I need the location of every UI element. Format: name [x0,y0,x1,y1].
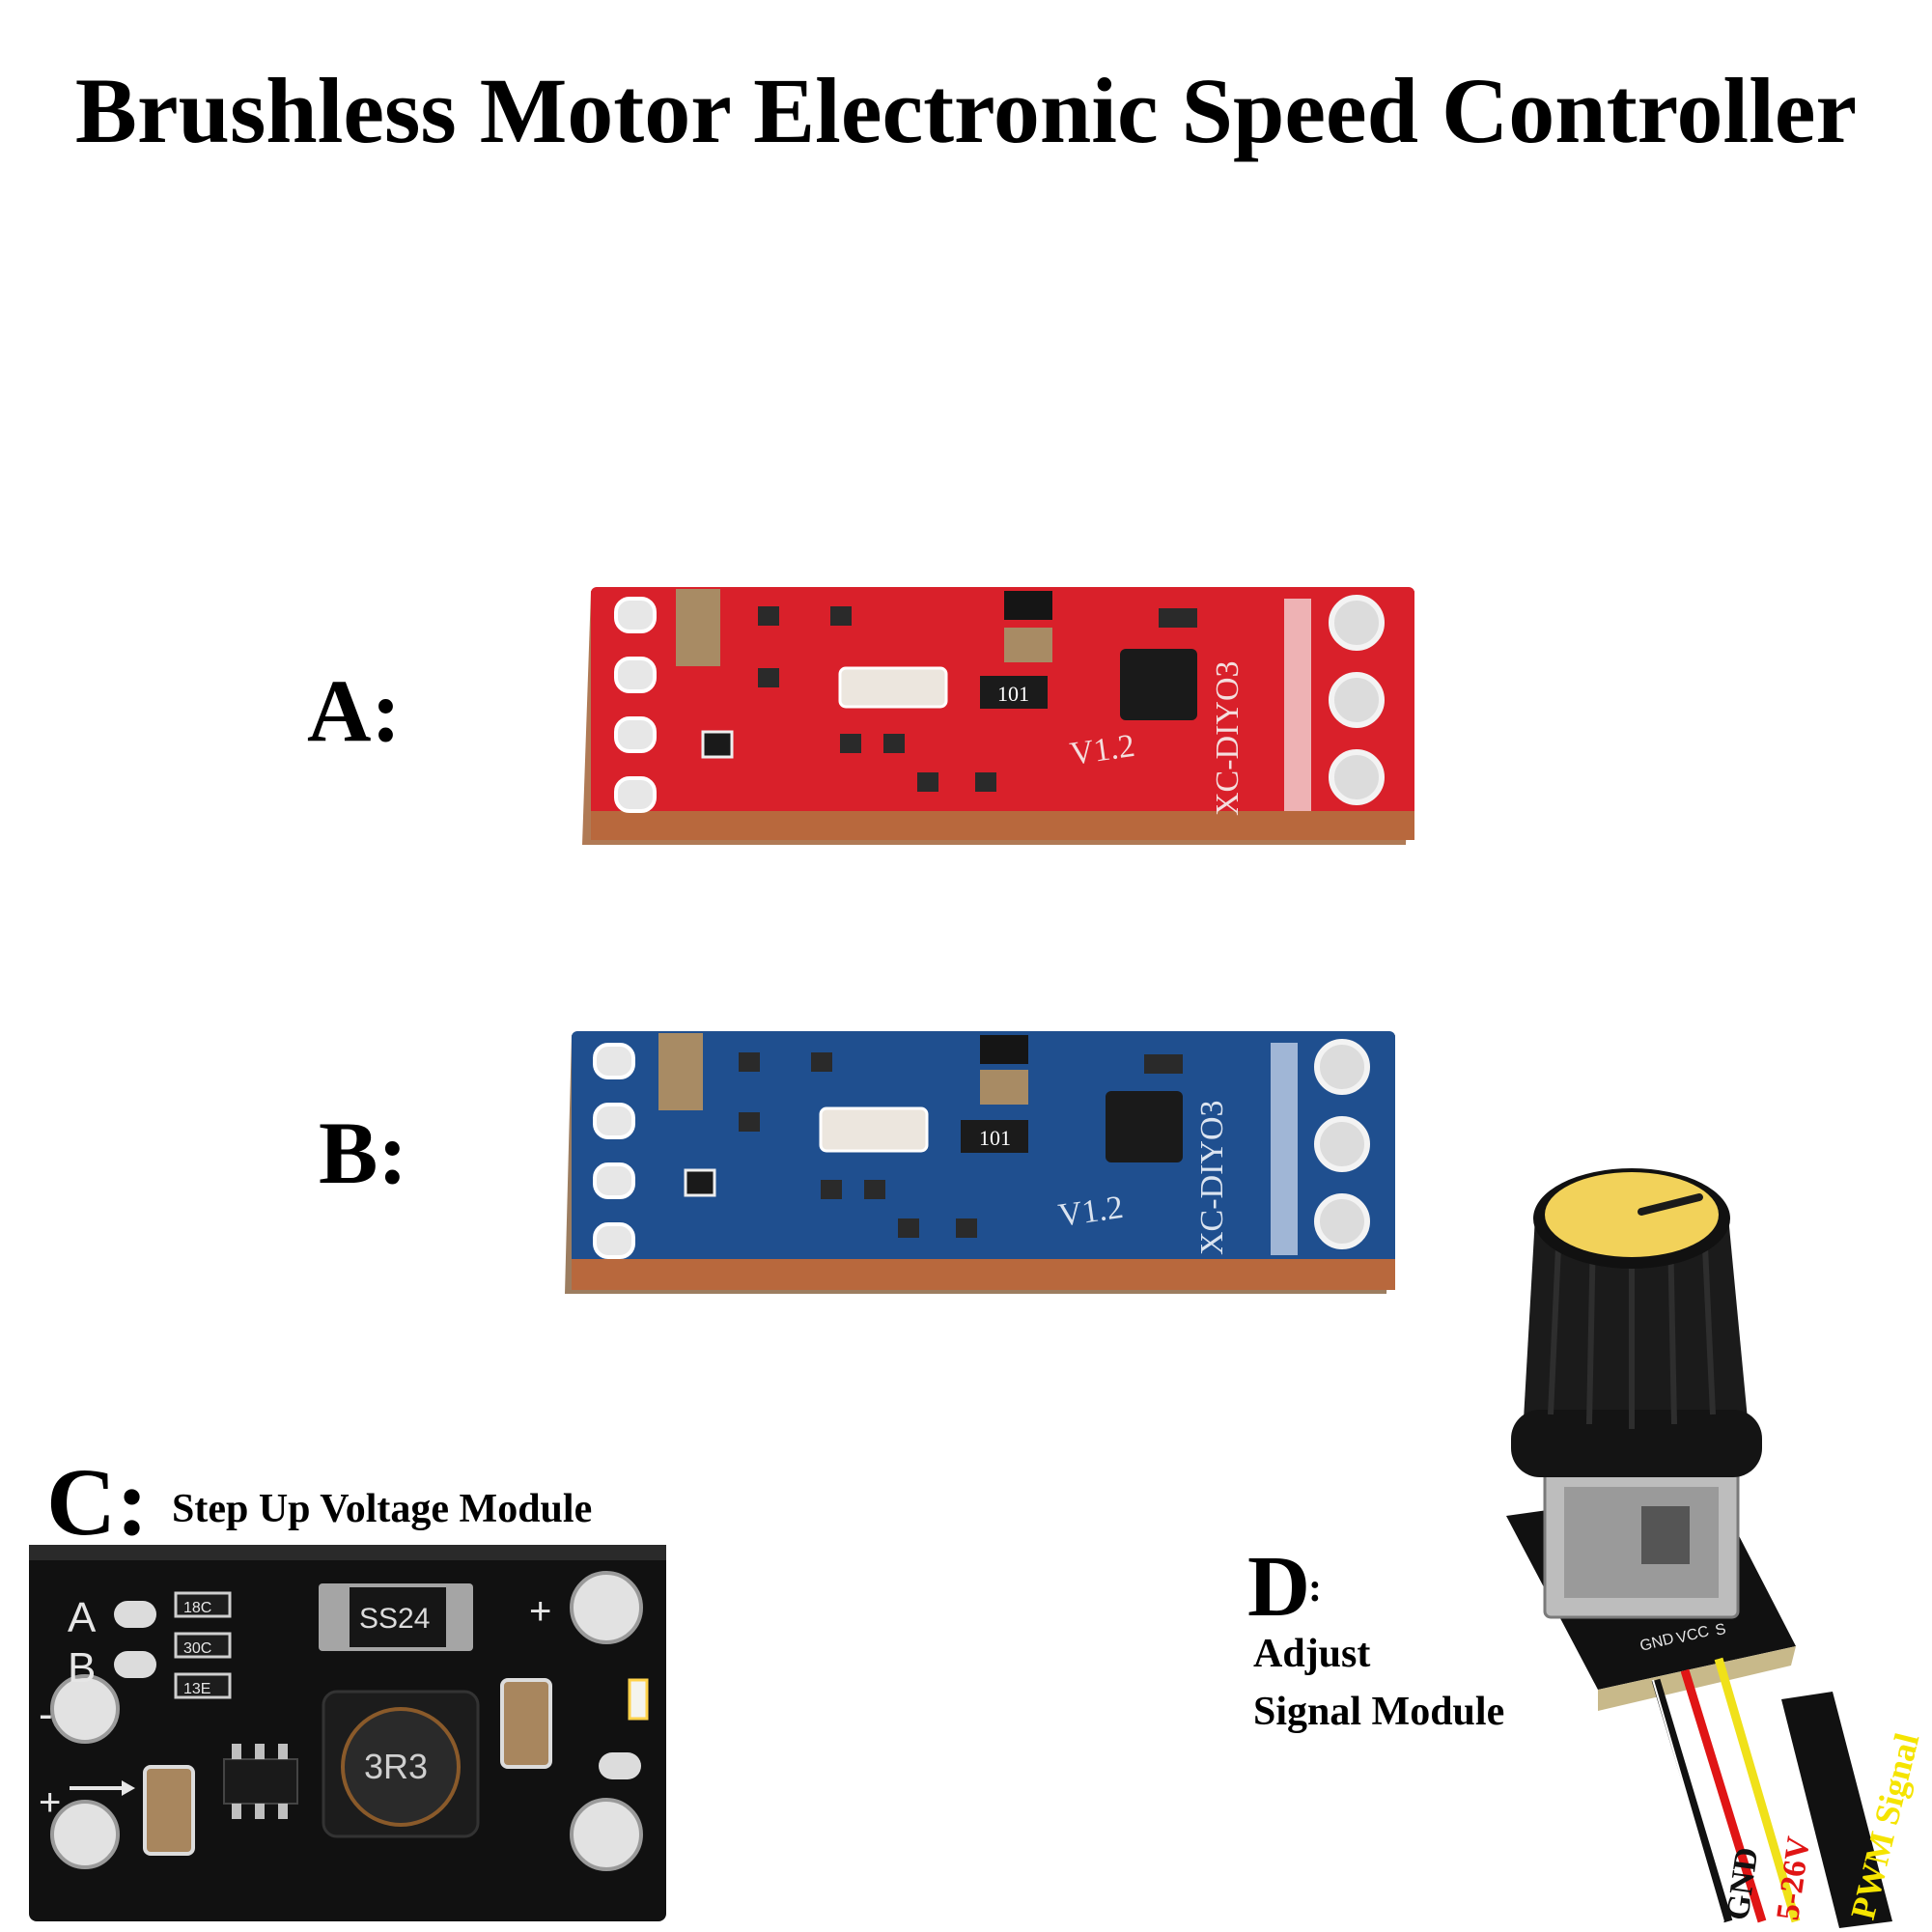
label-d-colon: : [1308,1566,1322,1610]
label-a: A: [307,661,402,760]
board-c-minus-label: - [39,1691,53,1738]
board-b-blue-pcb: 101 V1.2 XC-DIYO3 [565,1031,1395,1294]
page-title: Brushless Motor Electronic Speed Control… [74,59,1858,162]
board-c-code-3: 13E [183,1681,210,1697]
board-b-model-text: XC-DIYO3 [1194,1100,1230,1255]
board-b-version: V1.2 [1056,1190,1126,1234]
label-b: B: [319,1104,407,1202]
board-c-pin-b-label: B [68,1644,96,1692]
knob-signal-module: GND VCC S GND 5-26V PWM Signal [1506,1168,1926,1928]
board-c-pin-a-label: A [68,1594,97,1641]
board-c-plus-label: + [529,1590,551,1633]
board-a-version: V1.2 [1068,728,1137,772]
board-a-resistor-code: 101 [997,682,1029,706]
label-c-description: Step Up Voltage Module [172,1487,593,1531]
board-c-input-plus-label: + [39,1781,61,1824]
knob-board-pin-s: S [1714,1621,1727,1639]
board-c-step-up-module: A B - + + 18C 30C 13E SS24 3R3 [29,1545,666,1921]
label-d-description-line1: Adjust [1253,1632,1371,1676]
board-c-diode-marking: SS24 [359,1603,430,1635]
label-c: C: [46,1448,149,1555]
board-c-inductor-marking: 3R3 [364,1747,428,1786]
board-b-resistor-code: 101 [979,1126,1011,1150]
board-c-code-1: 18C [183,1600,211,1616]
label-d-description-line2: Signal Module [1253,1690,1505,1734]
board-a-model-text: XC-DIYO3 [1210,660,1246,816]
label-d: D [1247,1539,1310,1635]
board-a-red-pcb: 101 V1.2 XC-DIYO3 [582,587,1414,845]
board-c-code-2: 30C [183,1640,211,1657]
